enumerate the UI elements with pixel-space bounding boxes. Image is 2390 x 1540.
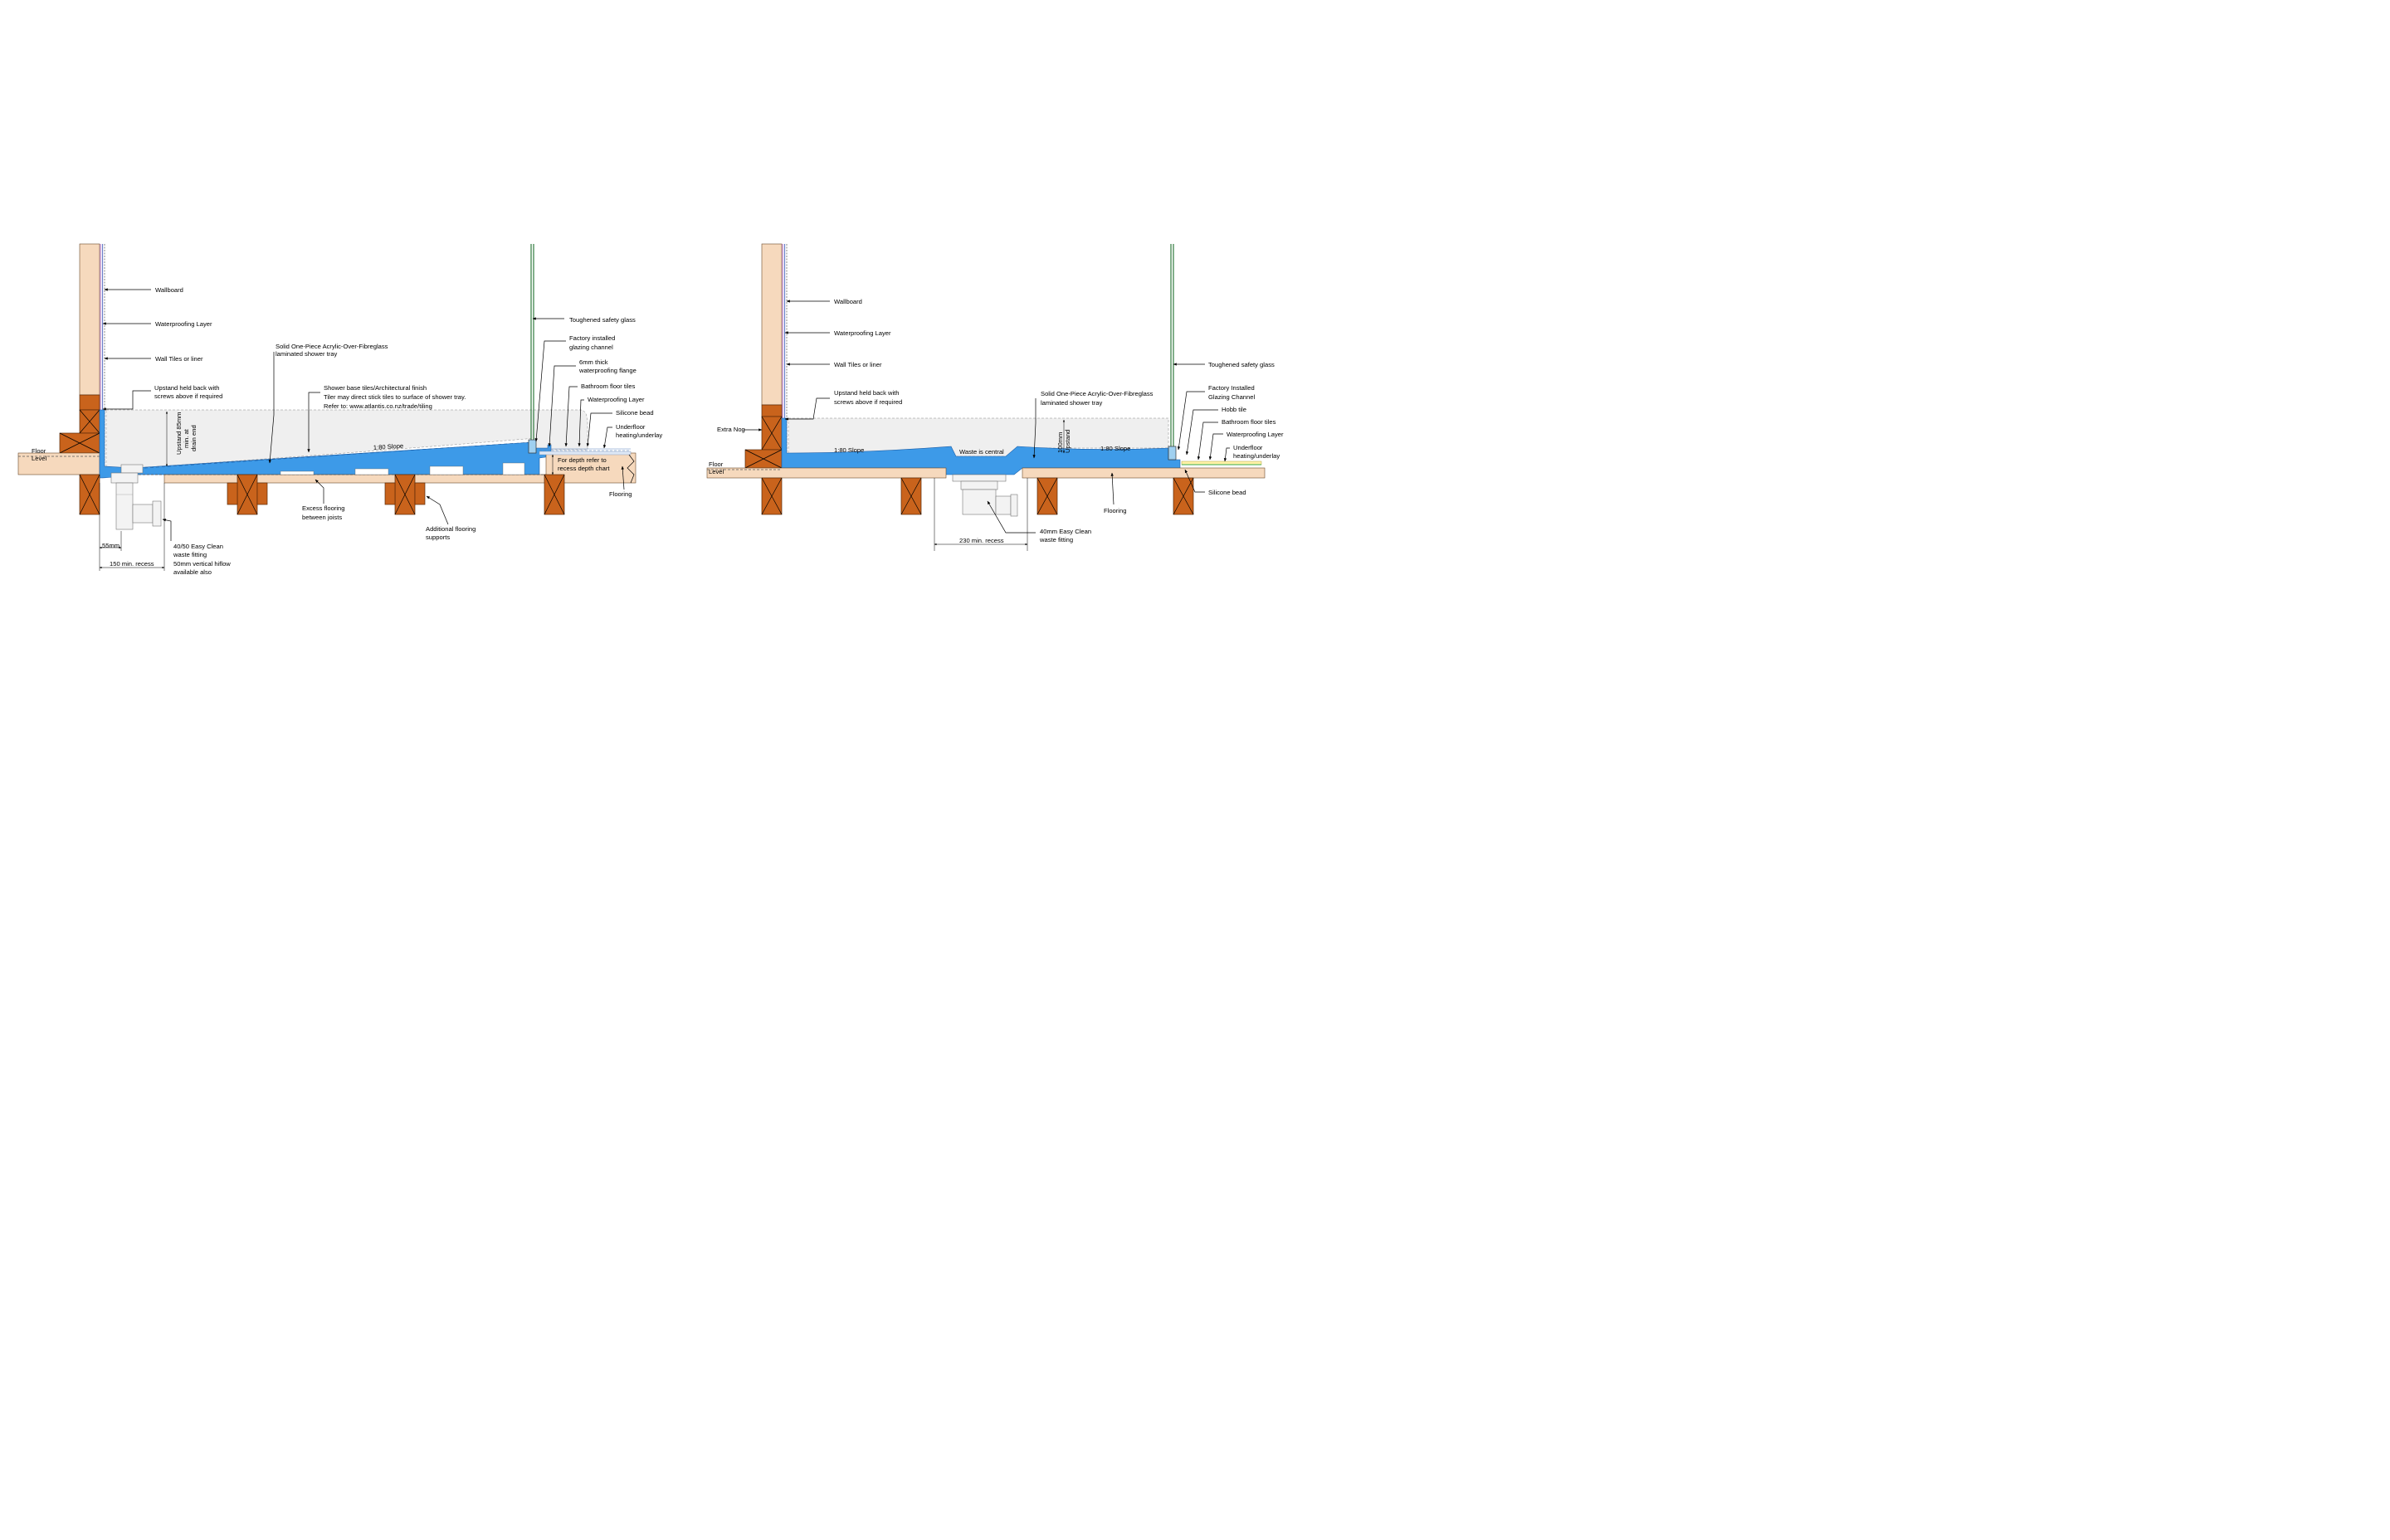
waste-fitting-right [952,474,1018,517]
label-floor-level-1-r: Floor [709,461,724,468]
label-channel-2-r: Glazing Channel [1208,393,1255,401]
label-wall-tiles-r: Wall Tiles or liner [834,361,882,368]
label-waterproofing-layer: Waterproofing Layer [155,320,212,328]
label-wallboard: Wallboard [155,286,183,294]
label-waterproofing-r: Waterproofing Layer [834,329,891,337]
wall-nog [79,394,100,411]
label-extra-nog: Extra Nog [717,426,745,433]
right-labels: Wallboard Waterproofing Layer Wall Tiles… [709,298,1284,544]
label-upstand-1: Upstand held back with [154,384,220,392]
label-excess-2: between joists [302,514,342,521]
label-glass-r: Toughened safety glass [1208,361,1275,368]
right-section [706,243,1266,551]
label-additional-1: Additional flooring [426,525,476,533]
label-flange-1: 6mm thick [579,358,608,366]
label-bathroom-tiles: Bathroom floor tiles [581,383,636,390]
label-upstand-dim-2: min. at [183,428,190,448]
label-silicone: Silicone bead [616,409,654,417]
label-flange-2: waterproofing flange [578,367,637,374]
label-upstand-2-r: screws above if required [834,398,902,406]
label-depth-2: recess depth chart [558,465,610,472]
label-tray-2: laminated shower tray [276,350,337,358]
label-channel-1: Factory installed [569,334,615,342]
label-waste-3: 50mm vertical hiflow [173,560,231,568]
label-slope-left-r: 1:80 Slope [834,446,864,454]
label-channel-2: glazing channel [569,344,613,351]
recess-flooring [163,474,547,484]
floor-left [17,452,100,475]
label-underfloor-2-r: heating/underlay [1233,452,1280,460]
label-dim-230: 230 min. recess [959,537,1004,544]
label-floor-level-2: Level [32,455,46,462]
label-tray-1: Solid One-Piece Acrylic-Over-Fibreglass [276,343,388,350]
label-waste-2-r: waste fitting [1039,536,1073,543]
label-waste-4: available also [173,568,212,576]
label-depth-1: For depth refer to [558,456,607,464]
left-labels: Wallboard Waterproofing Layer Wall Tiles… [32,286,662,576]
label-wall-tiles: Wall Tiles or liner [155,355,203,363]
label-waterproofing-right-r: Waterproofing Layer [1227,431,1284,438]
label-underfloor-1: Underfloor [616,423,646,431]
label-excess-1: Excess flooring [302,504,345,512]
label-finish-1: Shower base tiles/Architectural finish [324,384,427,392]
label-underfloor-1-r: Underfloor [1233,444,1263,451]
label-waste-2: waste fitting [173,551,207,558]
label-waterproofing-right: Waterproofing Layer [588,396,645,403]
label-waste-1: 40/50 Easy Clean [173,543,223,550]
label-finish-2: Tiler may direct stick tiles to surface … [324,393,466,401]
label-dim-150: 150 min. recess [110,560,154,568]
label-dim-55: 55mm [102,542,120,549]
left-section [17,243,637,571]
label-wallboard-r: Wallboard [834,298,862,305]
label-waste-1-r: 40mm Easy Clean [1040,528,1091,535]
label-underfloor-2: heating/underlay [616,431,662,439]
label-upstand-1-r: Upstand held back with [834,389,900,397]
glazing-channel [528,439,537,454]
label-slope-right-r: 1:80 Slope [1100,445,1130,452]
label-flooring: Flooring [609,490,632,498]
wall-stud [79,243,100,396]
label-upstand-dim-1: Upstand 85mm [175,412,183,456]
label-upstand-dim-1-r: 100mm [1056,432,1064,453]
label-silicone-r: Silicone bead [1208,489,1246,496]
label-hobb: Hobb tile [1222,406,1246,413]
label-channel-1-r: Factory Installed [1208,384,1255,392]
label-floor-level-1: Floor [32,447,46,455]
label-upstand-dim-3: drain end [190,425,198,451]
waste-fitting-left [110,464,162,530]
label-waste-central: Waste is central [959,448,1004,456]
label-tray-1-r: Solid One-Piece Acrylic-Over-Fibreglass [1041,390,1154,397]
label-floor-level-2-r: Level [709,468,724,475]
label-slope: 1:80 Slope [373,442,404,451]
label-additional-2: supports [426,534,450,541]
label-upstand-dim-2-r: Upstand [1064,430,1071,453]
label-tray-2-r: laminated shower tray [1041,399,1102,407]
shower-space [105,409,588,469]
label-finish-3: Refer to: www.atlantis.co.nz/trade/tilin… [324,402,432,410]
label-glass: Toughened safety glass [569,316,636,324]
label-flooring-r: Flooring [1104,507,1126,514]
label-upstand-2: screws above if required [154,392,222,400]
diagram-canvas: Wallboard Waterproofing Layer Wall Tiles… [17,243,1284,576]
label-bathroom-tiles-r: Bathroom floor tiles [1222,418,1276,426]
